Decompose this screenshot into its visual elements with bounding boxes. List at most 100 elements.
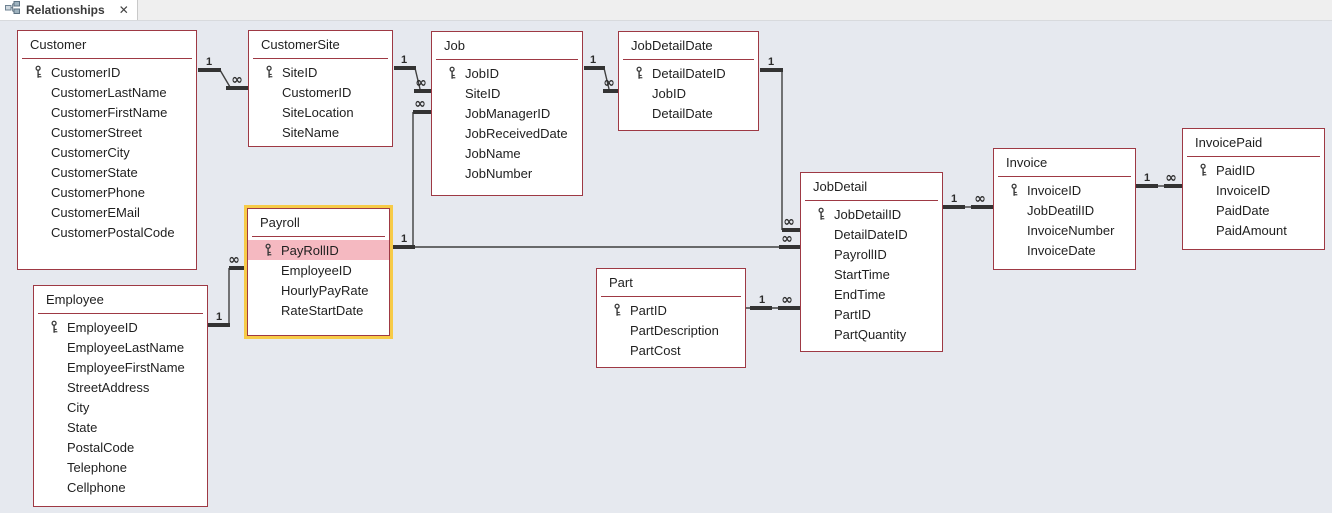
- field-payrollid[interactable]: PayRollID: [248, 240, 389, 260]
- field-label: CustomerCity: [51, 144, 130, 160]
- relationship-jobdetail-invoice[interactable]: 1∞: [943, 191, 993, 209]
- field-partquantity[interactable]: PartQuantity: [801, 324, 942, 344]
- field-label: PartID: [834, 306, 871, 322]
- field-ratestartdate[interactable]: RateStartDate: [248, 300, 389, 320]
- field-employeelastname[interactable]: EmployeeLastName: [34, 337, 207, 357]
- field-paidid[interactable]: PaidID: [1183, 160, 1324, 180]
- field-postalcode[interactable]: PostalCode: [34, 437, 207, 457]
- field-paiddate[interactable]: PaidDate: [1183, 200, 1324, 220]
- field-customerid[interactable]: CustomerID: [249, 82, 392, 102]
- relationship-customersite-job[interactable]: 1∞: [394, 54, 431, 93]
- field-label: EmployeeID: [281, 262, 352, 278]
- field-cellphone[interactable]: Cellphone: [34, 477, 207, 497]
- field-label: CustomerPostalCode: [51, 224, 175, 240]
- field-label: CustomerLastName: [51, 84, 167, 100]
- field-label: EmployeeLastName: [67, 339, 185, 355]
- field-hourlypayrate[interactable]: HourlyPayRate: [248, 280, 389, 300]
- infinity-cardinality-label: ∞: [603, 75, 615, 91]
- field-label: HourlyPayRate: [281, 282, 369, 298]
- close-icon[interactable]: ✕: [118, 3, 129, 17]
- field-label: InvoiceNumber: [1027, 222, 1115, 238]
- field-label: PaidID: [1216, 162, 1256, 178]
- field-city[interactable]: City: [34, 397, 207, 417]
- field-endtime[interactable]: EndTime: [801, 284, 942, 304]
- field-jobmanagerid[interactable]: JobManagerID: [432, 103, 582, 123]
- field-customerphone[interactable]: CustomerPhone: [18, 182, 196, 202]
- field-customerstate[interactable]: CustomerState: [18, 162, 196, 182]
- field-streetaddress[interactable]: StreetAddress: [34, 377, 207, 397]
- relationship-jobdetaildate-jobdetail[interactable]: 1∞: [760, 56, 800, 232]
- field-jobdeatilid[interactable]: JobDeatilID: [994, 200, 1135, 220]
- field-label: PartID: [630, 302, 667, 318]
- table-title: JobDetailDate: [631, 38, 713, 53]
- field-siteid[interactable]: SiteID: [432, 83, 582, 103]
- field-telephone[interactable]: Telephone: [34, 457, 207, 477]
- field-customerpostalcode[interactable]: CustomerPostalCode: [18, 222, 196, 242]
- field-customeremail[interactable]: CustomerEMail: [18, 202, 196, 222]
- field-sitename[interactable]: SiteName: [249, 122, 392, 142]
- field-partdescription[interactable]: PartDescription: [597, 320, 745, 340]
- field-detaildateid[interactable]: DetailDateID: [619, 63, 758, 83]
- field-customerlastname[interactable]: CustomerLastName: [18, 82, 196, 102]
- relationship-employee-payroll[interactable]: 1∞: [208, 252, 246, 327]
- field-detaildateid[interactable]: DetailDateID: [801, 224, 942, 244]
- tab-relationships[interactable]: Relationships ✕: [0, 0, 138, 20]
- field-jobname[interactable]: JobName: [432, 143, 582, 163]
- field-jobid[interactable]: JobID: [432, 63, 582, 83]
- field-invoiceid[interactable]: InvoiceID: [994, 180, 1135, 200]
- field-employeeid[interactable]: EmployeeID: [34, 317, 207, 337]
- field-siteid[interactable]: SiteID: [249, 62, 392, 82]
- field-employeefirstname[interactable]: EmployeeFirstName: [34, 357, 207, 377]
- relationship-payroll-jobdetail[interactable]: ∞: [415, 231, 800, 249]
- field-label: PartDescription: [630, 322, 719, 338]
- field-label: PartCost: [630, 342, 681, 358]
- field-paidamount[interactable]: PaidAmount: [1183, 220, 1324, 240]
- field-starttime[interactable]: StartTime: [801, 264, 942, 284]
- field-sitelocation[interactable]: SiteLocation: [249, 102, 392, 122]
- tab-title: Relationships: [26, 3, 105, 17]
- field-customerstreet[interactable]: CustomerStreet: [18, 122, 196, 142]
- field-payrollid[interactable]: PayrollID: [801, 244, 942, 264]
- field-partid[interactable]: PartID: [801, 304, 942, 324]
- field-label: StartTime: [834, 266, 890, 282]
- field-partcost[interactable]: PartCost: [597, 340, 745, 360]
- relationship-job-jobdetaildate[interactable]: 1∞: [584, 54, 618, 93]
- field-customerid[interactable]: CustomerID: [18, 62, 196, 82]
- infinity-cardinality-label: ∞: [231, 72, 243, 88]
- table-title: JobDetail: [813, 179, 868, 194]
- table-title: Customer: [30, 37, 87, 52]
- field-label: CustomerState: [51, 164, 138, 180]
- field-invoicedate[interactable]: InvoiceDate: [994, 240, 1135, 260]
- field-customerfirstname[interactable]: CustomerFirstName: [18, 102, 196, 122]
- field-jobreceiveddate[interactable]: JobReceivedDate: [432, 123, 582, 143]
- title-separator: [38, 313, 203, 314]
- field-jobid[interactable]: JobID: [619, 83, 758, 103]
- field-jobnumber[interactable]: JobNumber: [432, 163, 582, 183]
- field-label: CustomerID: [282, 84, 352, 100]
- relationship-part-jobdetail[interactable]: 1∞: [746, 292, 800, 310]
- relationship-customer-customersite[interactable]: 1∞: [198, 56, 248, 90]
- relationship-invoice-invoicepaid[interactable]: 1∞: [1136, 170, 1182, 188]
- primary-key-icon: [440, 66, 465, 80]
- field-detaildate[interactable]: DetailDate: [619, 103, 758, 123]
- primary-key-icon: [1002, 183, 1027, 197]
- field-customercity[interactable]: CustomerCity: [18, 142, 196, 162]
- field-state[interactable]: State: [34, 417, 207, 437]
- field-employeeid[interactable]: EmployeeID: [248, 260, 389, 280]
- field-jobdetailid[interactable]: JobDetailID: [801, 204, 942, 224]
- relationship-payroll-job[interactable]: 1∞: [392, 96, 431, 249]
- field-partid[interactable]: PartID: [597, 300, 745, 320]
- field-invoicenumber[interactable]: InvoiceNumber: [994, 220, 1135, 240]
- field-invoiceid[interactable]: InvoiceID: [1183, 180, 1324, 200]
